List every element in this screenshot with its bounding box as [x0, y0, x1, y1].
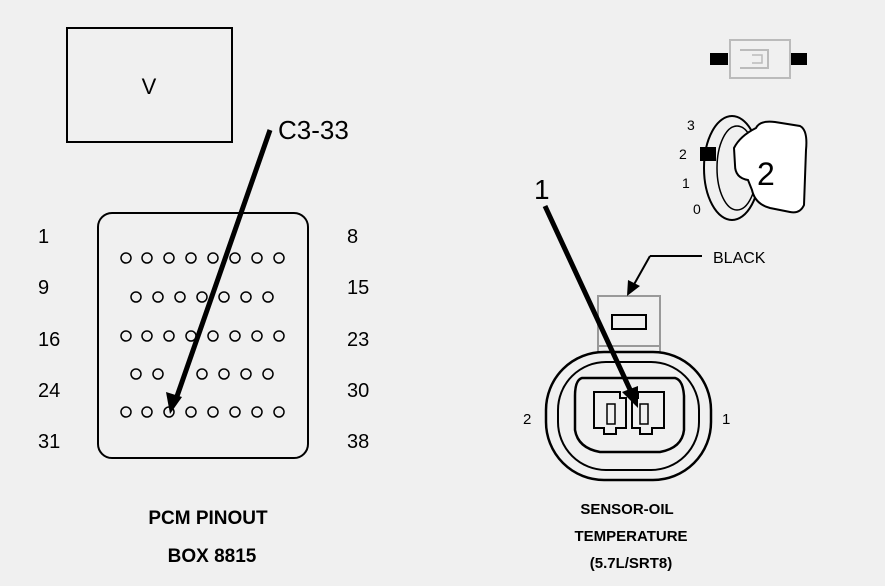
ignition-position: 1	[682, 175, 690, 191]
pcm-right-label: 30	[347, 380, 369, 402]
pin-hole	[207, 252, 219, 264]
sensor-connector	[544, 295, 713, 482]
sensor-pin-label: 2	[523, 411, 531, 428]
pin-hole	[152, 291, 164, 303]
pin-hole	[185, 252, 197, 264]
sensor-title-line3: (5.7L/SRT8)	[590, 555, 673, 572]
pin-hole	[229, 252, 241, 264]
pcm-left-label: 31	[38, 431, 60, 453]
pcm-left-label: 16	[38, 329, 60, 351]
ignition-position: 0	[693, 201, 701, 217]
pin-hole	[174, 291, 186, 303]
pin-hole	[273, 330, 285, 342]
pin-hole	[207, 330, 219, 342]
pin-hole	[120, 330, 132, 342]
sensor-callout-label: 1	[534, 174, 550, 205]
key-off-icon	[710, 39, 807, 79]
pcm-arrowhead	[166, 392, 182, 414]
pin-hole	[185, 406, 197, 418]
color-leader-line	[631, 255, 651, 289]
pcm-callout-arrow	[172, 129, 273, 403]
pcm-right-label: 15	[347, 277, 369, 299]
voltmeter-label: V	[142, 74, 157, 99]
pcm-right-label: 8	[347, 226, 358, 248]
pin-hole	[262, 291, 274, 303]
pin-hole	[141, 252, 153, 264]
pin-hole	[273, 252, 285, 264]
voltmeter-box	[66, 27, 233, 143]
pcm-callout-label: C3-33	[278, 115, 349, 145]
pin-hole	[218, 368, 230, 380]
pin-hole	[207, 406, 219, 418]
sensor-callout-arrow	[542, 204, 636, 398]
pcm-left-label: 9	[38, 277, 49, 299]
pcm-connector	[97, 212, 309, 459]
color-leader-arrowhead	[627, 280, 640, 296]
pcm-left-label: 24	[38, 380, 60, 402]
sensor-color-label: BLACK	[713, 250, 766, 267]
pin-hole	[196, 368, 208, 380]
pin-hole	[196, 291, 208, 303]
pcm-left-label: 1	[38, 226, 49, 248]
pin-hole	[141, 406, 153, 418]
pin-hole	[218, 291, 230, 303]
pin-hole	[152, 368, 164, 380]
pin-hole	[120, 406, 132, 418]
ignition-switch-icon	[700, 115, 808, 221]
pin-hole	[163, 252, 175, 264]
pin-hole	[130, 291, 142, 303]
pcm-right-label: 38	[347, 431, 369, 453]
pin-hole	[120, 252, 132, 264]
pin-hole	[240, 291, 252, 303]
ignition-position: 3	[687, 117, 695, 133]
pcm-title-line2: BOX 8815	[168, 546, 257, 567]
pcm-pin-holes	[120, 252, 285, 418]
ignition-key-position-label: 2	[757, 156, 775, 192]
pin-hole	[240, 368, 252, 380]
pin-hole	[130, 368, 142, 380]
sensor-pin-label: 1	[722, 411, 730, 428]
ignition-position: 2	[679, 146, 687, 162]
sensor-title-line1: SENSOR-OIL	[580, 501, 673, 518]
pin-hole	[141, 330, 153, 342]
pin-hole	[163, 330, 175, 342]
pcm-title-line1: PCM PINOUT	[148, 508, 268, 529]
pin-hole	[251, 330, 263, 342]
pin-hole	[229, 330, 241, 342]
pin-hole	[251, 406, 263, 418]
pin-hole	[273, 406, 285, 418]
pin-hole	[251, 252, 263, 264]
sensor-arrowhead	[622, 386, 638, 408]
pcm-right-label: 23	[347, 329, 369, 351]
sensor-title-line2: TEMPERATURE	[574, 528, 687, 545]
pin-hole	[229, 406, 241, 418]
pin-hole	[262, 368, 274, 380]
